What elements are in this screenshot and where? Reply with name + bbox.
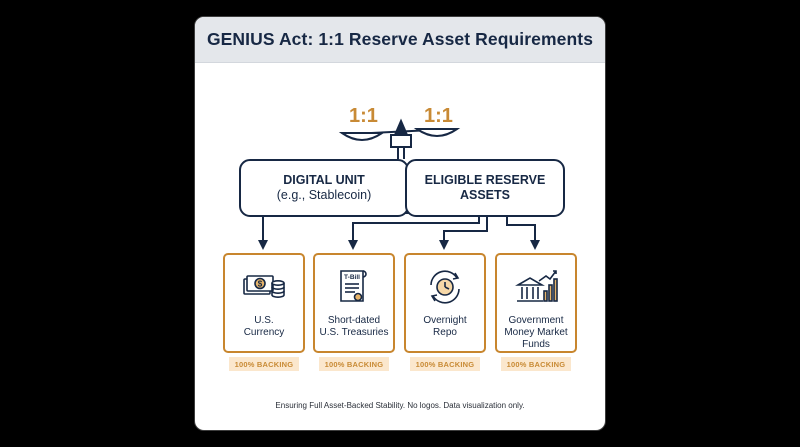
digital-unit-box: DIGITAL UNIT (e.g., Stablecoin) [239,159,409,217]
badge-money-market-funds: 100% BACKING [501,357,571,371]
svg-text:$: $ [258,280,263,289]
digital-unit-title: DIGITAL UNIT [283,173,365,187]
footer-note: Ensuring Full Asset-Backed Stability. No… [275,401,525,410]
left-ratio: 1:1 [349,105,378,127]
bank-chart-icon [515,270,558,302]
page-title: GENIUS Act: 1:1 Reserve Asset Requiremen… [206,29,594,49]
right-ratio: 1:1 [424,105,453,127]
overnight-clock-icon [430,270,460,304]
card-us-currency: $ U.S. Currency [223,253,305,353]
connector-repo [439,205,488,250]
reserve-assets-box: ELIGIBLE RESERVE ASSETS [405,159,565,217]
t-bill-text: T-Bill [344,274,360,281]
diagram-frame: GENIUS Act: 1:1 Reserve Asset Requiremen… [194,16,606,431]
card-money-market-funds: Government Money Market Funds [495,253,577,353]
cash-coins-icon: $ [243,275,285,298]
badge-us-currency: 100% BACKING [229,357,299,371]
balance-scale-icon [338,118,461,159]
digital-unit-subtitle: (e.g., Stablecoin) [276,188,372,202]
card-treasuries: T-Bill Short-dated U.S. Treasuries [313,253,395,353]
card-overnight-repo: Overnight Repo [404,253,486,353]
reserve-title-line2: ASSETS [459,188,510,202]
reserve-title-line1: ELIGIBLE RESERVE [424,173,546,187]
treasury-bill-icon: T-Bill [340,270,367,302]
card-label-us-currency: U.S. Currency [243,315,285,338]
card-label-treasuries: Short-dated U.S. Treasuries [319,315,389,338]
connector-layer [258,118,540,250]
card-label-money-market-funds: Government Money Market Funds [504,315,568,350]
header: GENIUS Act: 1:1 Reserve Asset Requiremen… [195,17,605,63]
card-label-overnight-repo: Overnight Repo [423,315,467,338]
badge-overnight-repo: 100% BACKING [410,357,480,371]
badge-treasuries: 100% BACKING [319,357,389,371]
